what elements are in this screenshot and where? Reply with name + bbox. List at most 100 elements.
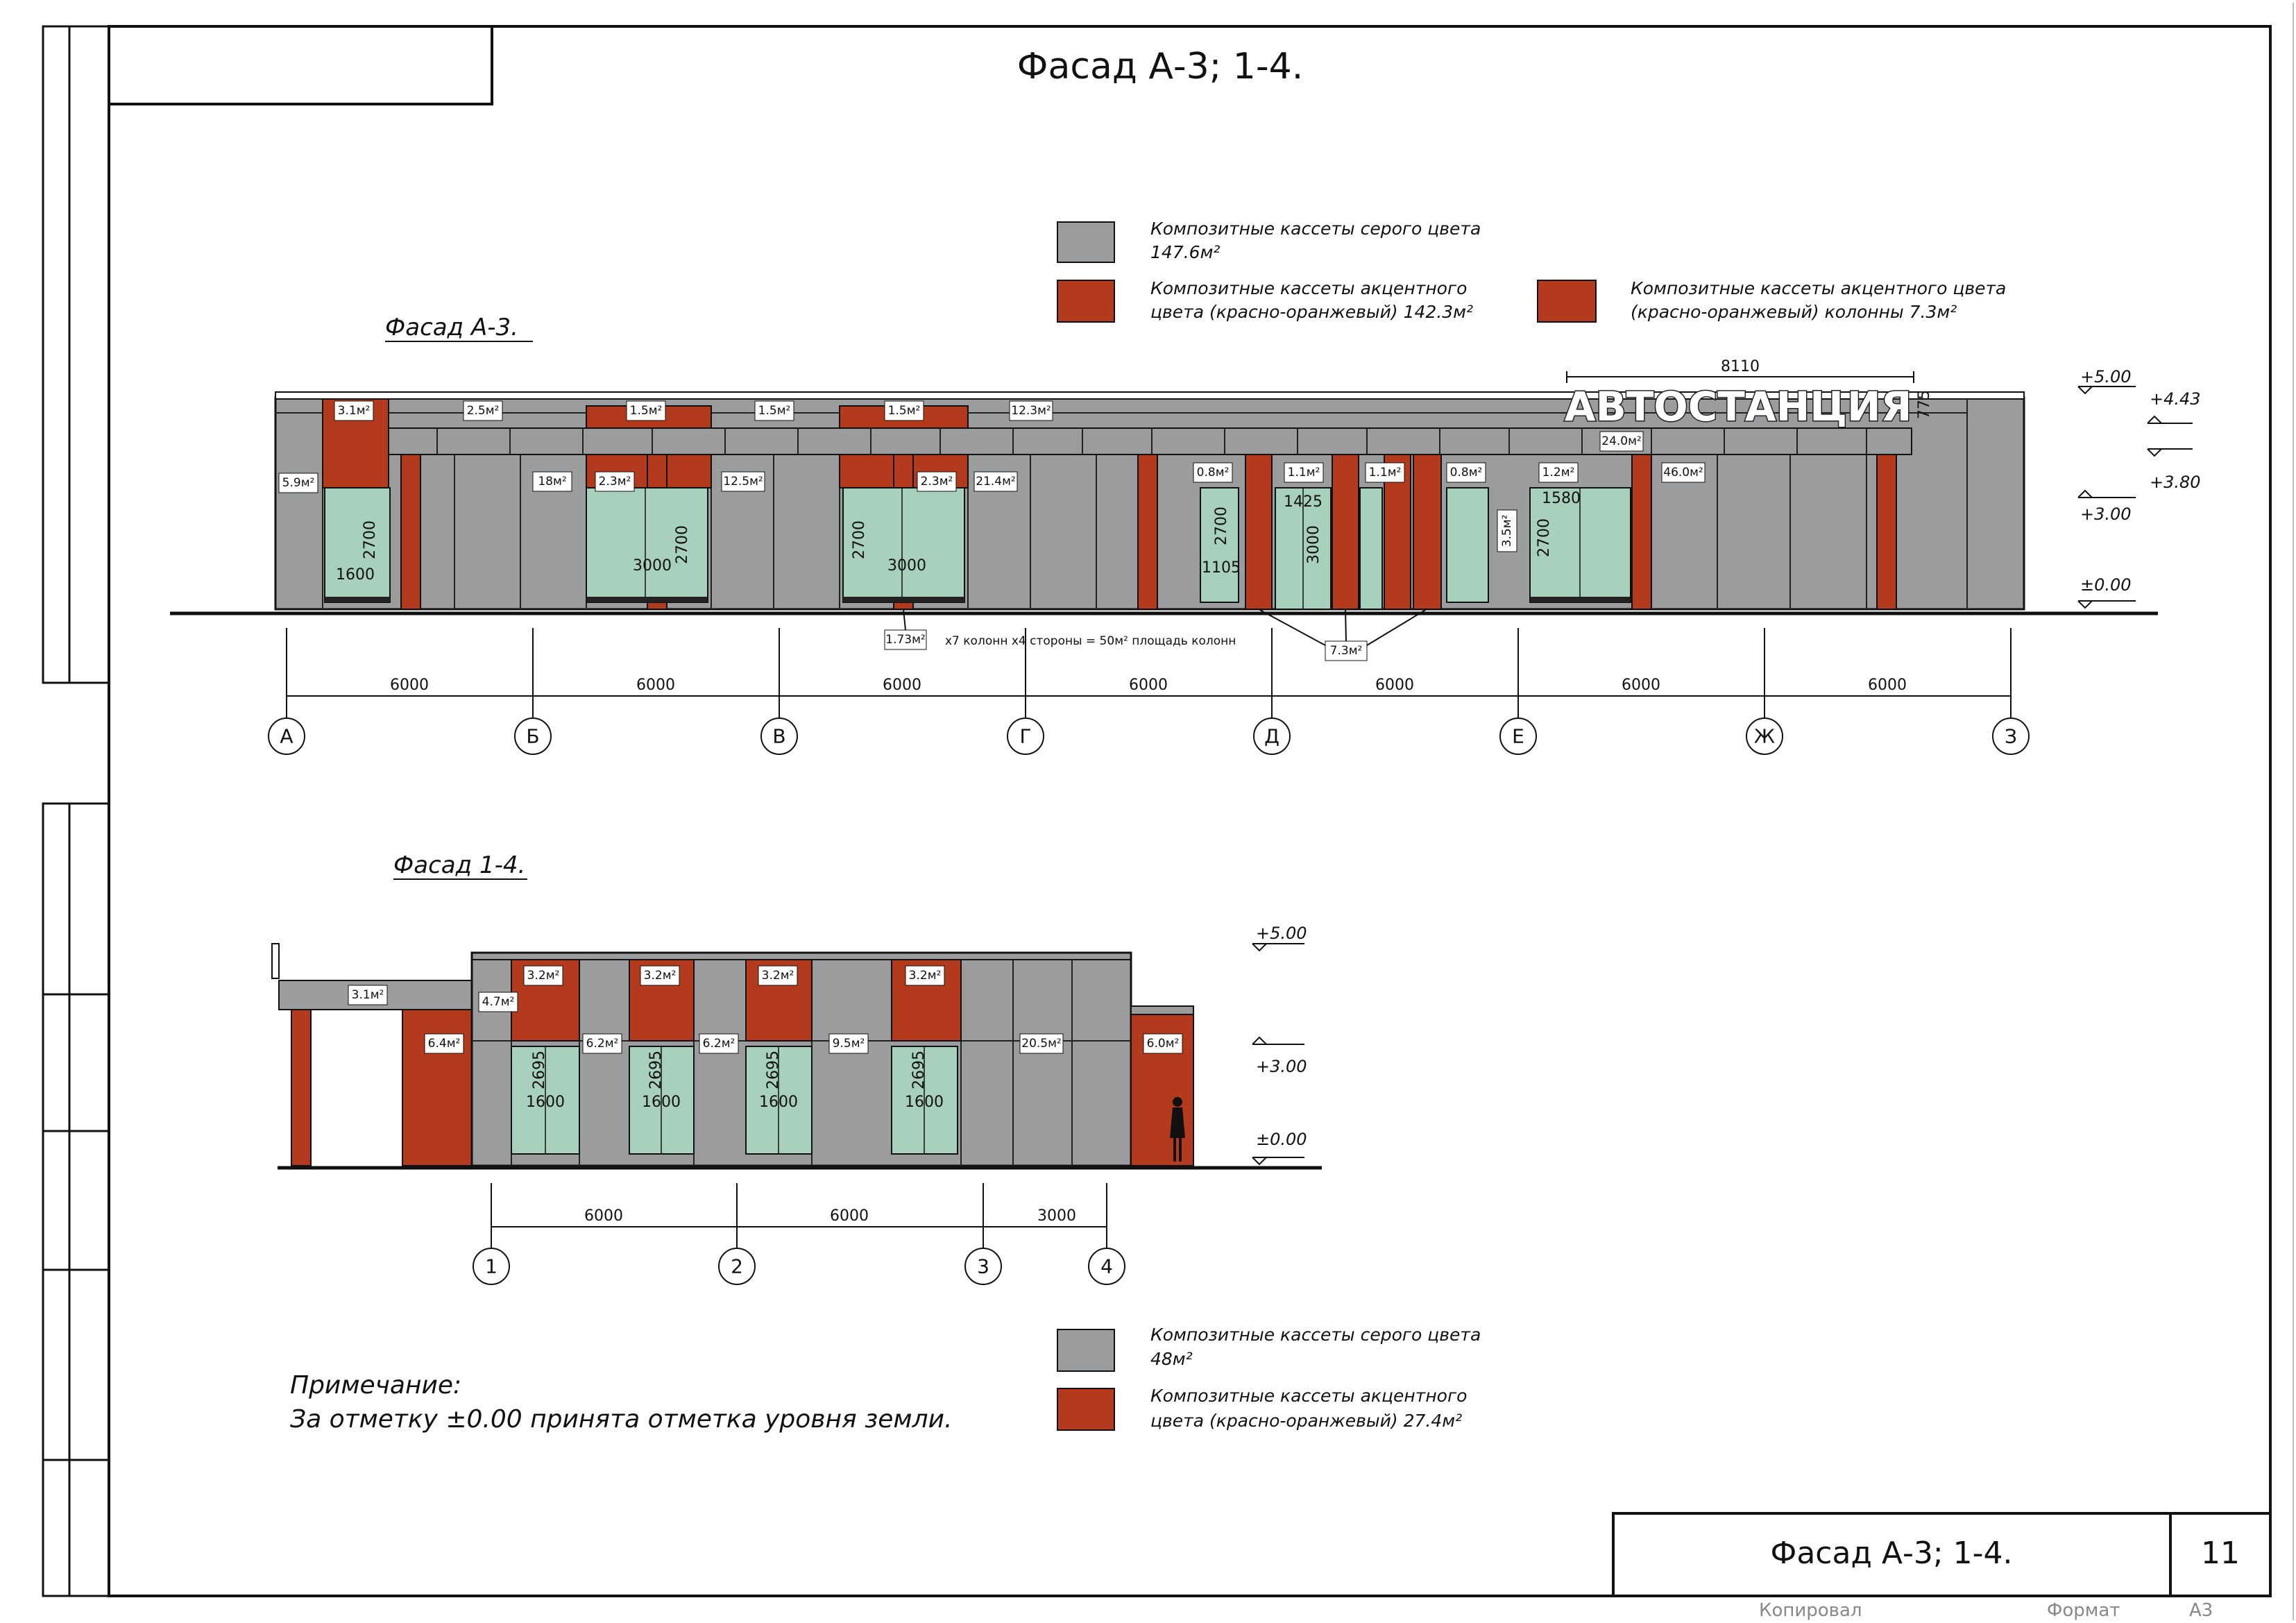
facade-14-area-labels: 3.1м² 4.7м² 3.2м² 3.2м² 3.2м² 3.2м² 6.4м… [348, 965, 1183, 1054]
sheet-title: Фасад А-3; 1-4. [1017, 46, 1304, 87]
win-dim: 1105 [1202, 559, 1241, 577]
area-label: 0.8м² [1197, 466, 1230, 479]
facade-a3: Фасад А-3. [170, 314, 2201, 755]
facade-a3-window-dims: 2700 1600 2700 3000 2700 3000 2700 1105 … [336, 490, 1581, 584]
area-label: 1.2м² [1542, 466, 1575, 479]
axis-label: В [772, 725, 785, 748]
area-label: 1.5м² [888, 404, 921, 418]
win-dim: 2700 [851, 520, 868, 559]
axis-label: З [2005, 725, 2017, 748]
axis-label: Д [1264, 725, 1279, 748]
axis-label: 3 [977, 1255, 989, 1278]
win-dim: 2700 [1213, 507, 1230, 545]
axis-label: Ж [1754, 725, 1775, 748]
win-dim: 2700 [362, 520, 379, 559]
format-value: А3 [2189, 1600, 2213, 1621]
legend-top: Композитные кассеты серого цвета 147.6м²… [1057, 219, 2006, 323]
stamp-title: Фасад А-3; 1-4. [1770, 1536, 2012, 1571]
facade-14-window-dims: 2695 1600 2695 1600 2695 1600 2695 1600 [526, 1051, 944, 1111]
axis-label: Б [526, 725, 539, 748]
area-label: 5.9м² [282, 476, 315, 490]
legend-bottom-accent-line1: Композитные кассеты акцентного [1150, 1386, 1467, 1406]
facade-a3-area-labels: 3.1м² 2.5м² 1.5м² 1.5м² 1.5м² 12.3м² 5.9… [278, 400, 1706, 661]
win-dim: 1600 [759, 1094, 798, 1111]
area-label: 6.0м² [1147, 1037, 1180, 1051]
level-14-0: +5.00 [1256, 924, 1307, 943]
axis-label: Е [1512, 725, 1524, 748]
axis-label: Г [1019, 725, 1031, 748]
area-label: 3.5м² [1500, 515, 1514, 547]
area-label: 3.2м² [644, 969, 677, 983]
area-label: 1.1м² [1288, 466, 1320, 479]
win-dim: 3000 [633, 557, 672, 575]
legend-bottom-gray-line2: 48м² [1150, 1349, 1193, 1369]
sign-width-dim: 8110 [1721, 358, 1760, 375]
level-a3-4: ±0.00 [2080, 575, 2132, 595]
facade-14-axis-lines [491, 1183, 1107, 1249]
facade-a3-axis-lines [286, 628, 2012, 718]
span-dim: 6000 [1622, 677, 1660, 694]
level-a3-2: +3.80 [2150, 473, 2201, 492]
span-dim: 6000 [636, 677, 675, 694]
legend-bottom: Композитные кассеты серого цвета 48м² Ко… [1057, 1325, 1481, 1431]
span-dim: 6000 [390, 677, 429, 694]
span-dim: 6000 [830, 1207, 869, 1225]
legend-columns-line1: Композитные кассеты акцентного цвета [1631, 278, 2006, 298]
win-dim: 1600 [526, 1094, 565, 1111]
area-label: 3.1м² [338, 404, 371, 418]
person-silhouette-icon [1170, 1097, 1185, 1162]
level-a3-1: +4.43 [2150, 389, 2201, 409]
area-label: 1.73м² [885, 633, 926, 647]
legend-bottom-accent-line2: цвета (красно-оранжевый) 27.4м² [1150, 1411, 1462, 1431]
note-text: За отметку ±0.00 принята отметка уровня … [290, 1405, 952, 1434]
area-label: 6.2м² [586, 1037, 619, 1051]
area-label: 1.1м² [1369, 466, 1402, 479]
legend-columns-swatch [1537, 280, 1597, 323]
level-14-1: +3.00 [1256, 1057, 1307, 1076]
facade-a3-title: Фасад А-3. [385, 314, 518, 341]
facade-14-axis-bubbles [473, 1248, 1125, 1285]
copied-label: Копировал [1759, 1600, 1862, 1621]
sign-height-dim: 775 [1916, 390, 1933, 419]
legend-gray-line1: Композитные кассеты серого цвета [1150, 219, 1481, 239]
area-label: 46.0м² [1663, 466, 1703, 479]
area-label: 4.7м² [482, 995, 515, 1009]
legend-gray-swatch [1057, 221, 1115, 263]
facade-a3-canopy [388, 427, 1912, 455]
span-dim: 3000 [1037, 1207, 1076, 1225]
area-label: 3.2м² [909, 969, 942, 983]
win-dim: 2695 [765, 1051, 782, 1089]
axis-label: 4 [1100, 1255, 1113, 1278]
area-label: 7.3м² [1330, 644, 1363, 658]
win-dim: 1600 [642, 1094, 681, 1111]
level-a3-0: +5.00 [2080, 367, 2132, 386]
win-dim: 1600 [905, 1094, 944, 1111]
win-dim: 2695 [910, 1051, 928, 1089]
area-label: 2.3м² [921, 475, 953, 488]
legend-bottom-gray-swatch [1057, 1329, 1115, 1372]
area-label: 2.5м² [467, 404, 500, 418]
area-label: 3.1м² [352, 988, 384, 1002]
span-dim: 6000 [1129, 677, 1168, 694]
legend-columns-line2: (красно-оранжевый) колонны 7.3м² [1631, 302, 1957, 322]
area-label: 0.8м² [1450, 466, 1483, 479]
area-label: 2.3м² [599, 475, 631, 488]
win-dim: 2700 [674, 525, 691, 564]
win-dim: 1600 [336, 566, 375, 584]
span-dim: 6000 [1868, 677, 1907, 694]
axis-label: 1 [485, 1255, 498, 1278]
area-label: 12.3м² [1011, 404, 1051, 418]
facade-a3-axis-bubbles [268, 717, 2030, 755]
facade-14-title: Фасад 1-4. [393, 851, 525, 879]
win-dim: 3000 [887, 557, 926, 575]
win-dim: 3000 [1305, 525, 1323, 564]
win-dim: 1580 [1542, 490, 1581, 507]
area-label: 3.2м² [762, 969, 794, 983]
win-dim: 2695 [647, 1051, 665, 1089]
area-label: 20.5м² [1021, 1037, 1062, 1051]
column-note: х7 колонн х4 стороны = 50м² площадь коло… [945, 634, 1236, 648]
area-label: 24.0м² [1601, 434, 1642, 448]
axis-label: А [280, 725, 293, 748]
format-label: Формат [2047, 1600, 2120, 1621]
